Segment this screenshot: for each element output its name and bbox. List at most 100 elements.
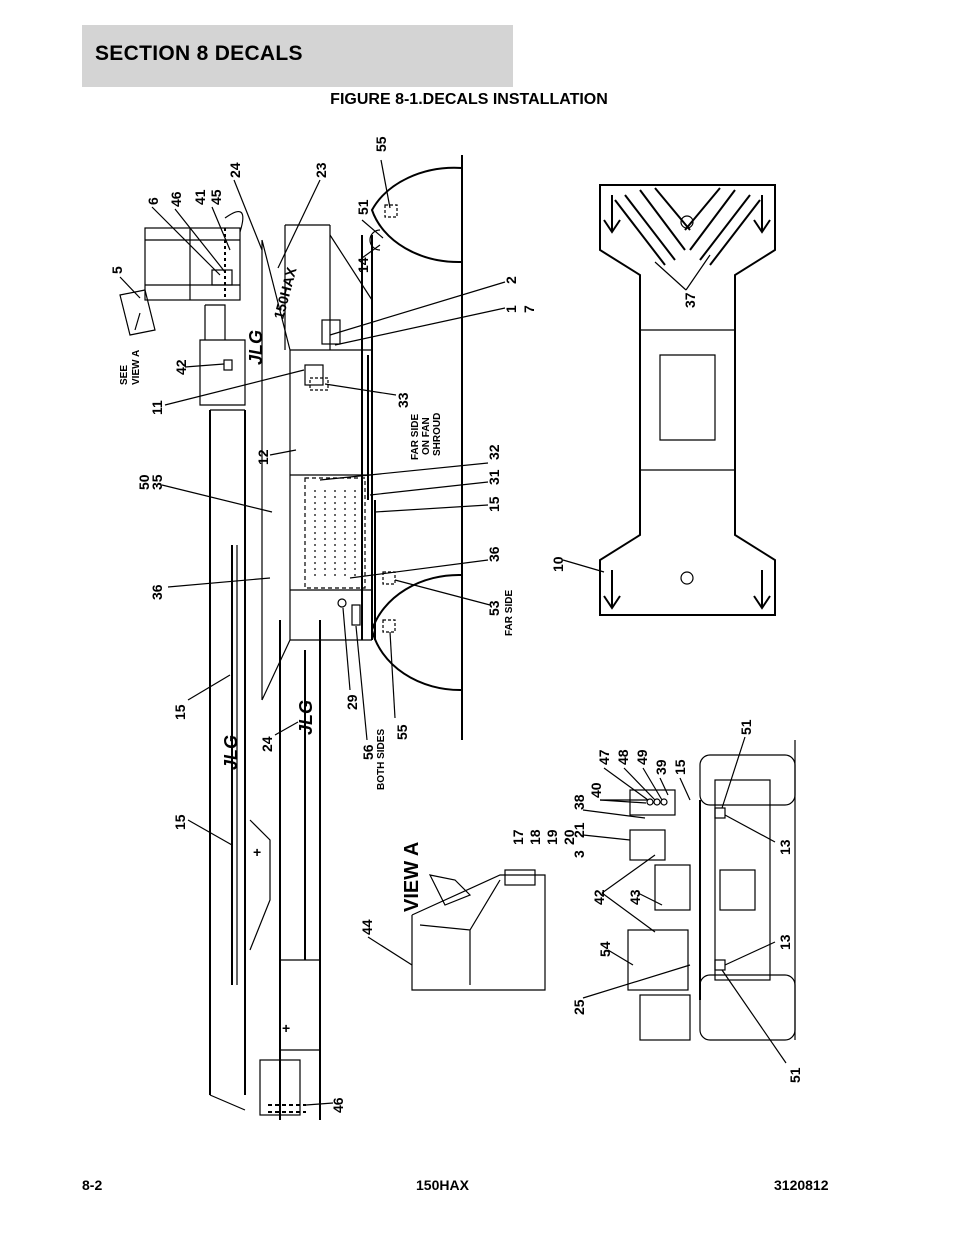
callout-48: 48 bbox=[615, 749, 631, 765]
note-see: SEE bbox=[119, 365, 130, 385]
decal-54-panel bbox=[627, 929, 689, 991]
callout-37: 37 bbox=[682, 292, 698, 308]
decal-55-front bbox=[384, 204, 398, 218]
boom-nose bbox=[259, 1059, 301, 1116]
decal-43-panel bbox=[654, 864, 691, 911]
callout-2: 2 bbox=[503, 276, 519, 284]
callout-14: 14 bbox=[355, 257, 371, 273]
chassis-top-view: 10 37 bbox=[550, 184, 776, 616]
jib bbox=[204, 304, 226, 340]
joystick bbox=[428, 874, 472, 906]
frame-side bbox=[714, 779, 771, 981]
callout-24a: 24 bbox=[227, 162, 243, 178]
upper-boom: JLG bbox=[209, 409, 246, 1111]
callout-40: 40 bbox=[588, 782, 604, 798]
callout-19: 19 bbox=[544, 829, 560, 845]
callout-41: 41 bbox=[192, 189, 208, 205]
callout-12: 12 bbox=[255, 449, 271, 465]
front-wheel bbox=[370, 166, 463, 264]
callout-56: 56 bbox=[360, 744, 376, 760]
decal-55-rear bbox=[382, 619, 396, 633]
callout-50: 50 bbox=[136, 474, 152, 490]
lower-boom-outline bbox=[279, 620, 321, 1120]
front-brace bbox=[329, 234, 373, 301]
note-view-a: VIEW A bbox=[131, 350, 142, 385]
callout-42a: 42 bbox=[173, 359, 189, 375]
wheel-bottom bbox=[699, 974, 796, 1041]
callout-15d: 15 bbox=[672, 759, 688, 775]
chassis-outline bbox=[599, 184, 776, 616]
callout-29: 29 bbox=[344, 694, 360, 710]
callout-15b: 15 bbox=[172, 704, 188, 720]
upper-boom-ends bbox=[209, 409, 246, 1111]
decal-42-box bbox=[223, 359, 233, 371]
chassis-crossmembers bbox=[640, 329, 735, 471]
decal-11-box bbox=[304, 364, 324, 386]
callout-15a: 15 bbox=[486, 496, 502, 512]
callout-20: 20 bbox=[561, 829, 577, 845]
machine-side-view: 150HAX JLG JLG JLG + + bbox=[119, 155, 463, 1120]
note-far-side: FAR SIDE bbox=[504, 590, 515, 636]
side-view-callouts: 55 51 14 2 1 7 23 24 6 46 41 45 5 SEE VI… bbox=[109, 136, 537, 1113]
jlg-logo-lower-boom: JLG bbox=[296, 700, 316, 735]
callout-3: 3 bbox=[571, 850, 587, 858]
callout-13b: 13 bbox=[777, 934, 793, 950]
note-far-side-fan-1: FAR SIDE bbox=[410, 414, 421, 460]
rotator bbox=[199, 339, 246, 406]
chassis-body bbox=[289, 349, 372, 641]
control-console bbox=[119, 289, 156, 336]
callout-15c: 15 bbox=[172, 814, 188, 830]
arrow-decal-rr bbox=[753, 570, 771, 610]
callout-36a: 36 bbox=[149, 584, 165, 600]
decal-6-box bbox=[211, 269, 233, 286]
callout-46a: 46 bbox=[168, 191, 184, 207]
callout-44: 44 bbox=[359, 919, 375, 935]
arrow-decal-fr bbox=[753, 195, 771, 234]
turntable-plate bbox=[659, 354, 716, 441]
rear-wheel bbox=[370, 573, 463, 692]
figure-title: FIGURE 8-1.DECALS INSTALLATION bbox=[330, 91, 608, 108]
lower-boom: JLG + + bbox=[249, 620, 321, 1120]
engine-block bbox=[719, 869, 756, 911]
decal-53 bbox=[382, 571, 396, 585]
callout-1: 1 bbox=[503, 305, 519, 313]
console-body bbox=[411, 874, 546, 991]
engine-compartment-view bbox=[627, 740, 796, 1041]
basket-rail-top bbox=[224, 210, 244, 233]
callout-24b: 24 bbox=[259, 736, 275, 752]
callout-47: 47 bbox=[596, 749, 612, 765]
section-title: SECTION 8 DECALS bbox=[95, 42, 303, 65]
callout-31: 31 bbox=[486, 469, 502, 485]
upper-boom-outline bbox=[209, 410, 246, 1095]
basket-frame bbox=[144, 227, 241, 301]
footer-doc-number: 3120812 bbox=[774, 1177, 829, 1193]
callout-32: 32 bbox=[486, 444, 502, 460]
platform-basket bbox=[119, 210, 244, 336]
decal-1-7-box bbox=[321, 319, 341, 345]
callout-18: 18 bbox=[527, 829, 543, 845]
callout-54: 54 bbox=[597, 941, 613, 957]
boom-pivot bbox=[249, 819, 271, 951]
callout-46b: 46 bbox=[330, 1097, 346, 1113]
note-both-sides: BOTH SIDES bbox=[376, 729, 387, 790]
callout-38: 38 bbox=[571, 794, 587, 810]
callout-25: 25 bbox=[571, 999, 587, 1015]
battery-box bbox=[639, 994, 691, 1041]
footer-page-number: 8-2 bbox=[82, 1177, 103, 1193]
jlg-logo-frame: JLG bbox=[246, 330, 266, 365]
callout-43: 43 bbox=[627, 889, 643, 905]
pivot-point bbox=[680, 571, 694, 585]
boom-crosshair: + bbox=[253, 844, 261, 860]
callout-23: 23 bbox=[313, 162, 329, 178]
callout-51c: 51 bbox=[787, 1067, 803, 1083]
callout-33: 33 bbox=[395, 392, 411, 408]
view-a-title: VIEW A bbox=[401, 842, 423, 912]
counterweight-grille bbox=[304, 477, 366, 589]
console-switch bbox=[504, 869, 536, 886]
footer-model: 150HAX bbox=[416, 1177, 469, 1193]
decal-37-stripes bbox=[614, 187, 761, 266]
callout-53: 53 bbox=[486, 600, 502, 616]
decal-51-bottom bbox=[714, 959, 726, 971]
callout-7: 7 bbox=[521, 305, 537, 313]
chassis-panel-lines bbox=[290, 474, 372, 591]
